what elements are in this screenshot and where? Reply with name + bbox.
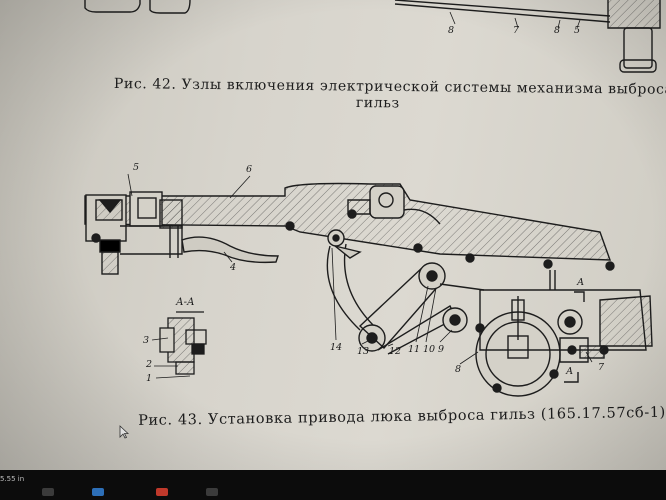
fig42-label-8b: 8 bbox=[554, 25, 561, 36]
taskbar bbox=[0, 470, 666, 500]
figure-42-drawing bbox=[84, 0, 661, 73]
fig43-label-a-bottom: А bbox=[566, 366, 574, 377]
fig43-label-6: 6 bbox=[246, 164, 253, 175]
section-a-a-title: А-А bbox=[176, 297, 195, 308]
fig42-label-5: 5 bbox=[574, 25, 581, 36]
scale-readout: 5.55 in bbox=[0, 475, 25, 483]
section-a-a-drawing bbox=[151, 311, 207, 379]
fig43-label-11: 11 bbox=[408, 344, 421, 355]
fig43-label-13: 13 bbox=[357, 346, 370, 357]
figure-42-caption-continued: гильз bbox=[355, 95, 400, 112]
fig43-label-4: 4 bbox=[230, 262, 237, 273]
section-label-2: 2 bbox=[146, 359, 153, 370]
fig43-label-7: 7 bbox=[598, 362, 605, 373]
taskbar-app-icon[interactable] bbox=[206, 488, 218, 496]
fig43-label-8: 8 bbox=[455, 364, 462, 375]
fig42-label-7: 7 bbox=[513, 25, 520, 36]
taskbar-app-icon[interactable] bbox=[156, 488, 168, 496]
fig43-label-9: 9 bbox=[438, 344, 445, 355]
fig42-label-8a: 8 bbox=[448, 25, 455, 36]
fig43-label-5: 5 bbox=[133, 162, 140, 173]
section-label-1: 1 bbox=[146, 373, 153, 384]
fig43-label-10: 10 bbox=[423, 344, 436, 355]
figure-43-drawing bbox=[84, 173, 653, 397]
fig43-label-a-top: А bbox=[577, 277, 585, 288]
taskbar-app-icon[interactable] bbox=[42, 488, 54, 496]
fig43-label-12: 12 bbox=[389, 346, 402, 357]
section-label-3: 3 bbox=[143, 335, 150, 346]
fig43-label-14: 14 bbox=[330, 342, 343, 353]
taskbar-app-icon[interactable] bbox=[92, 488, 104, 496]
mouse-pointer-icon bbox=[119, 425, 129, 439]
